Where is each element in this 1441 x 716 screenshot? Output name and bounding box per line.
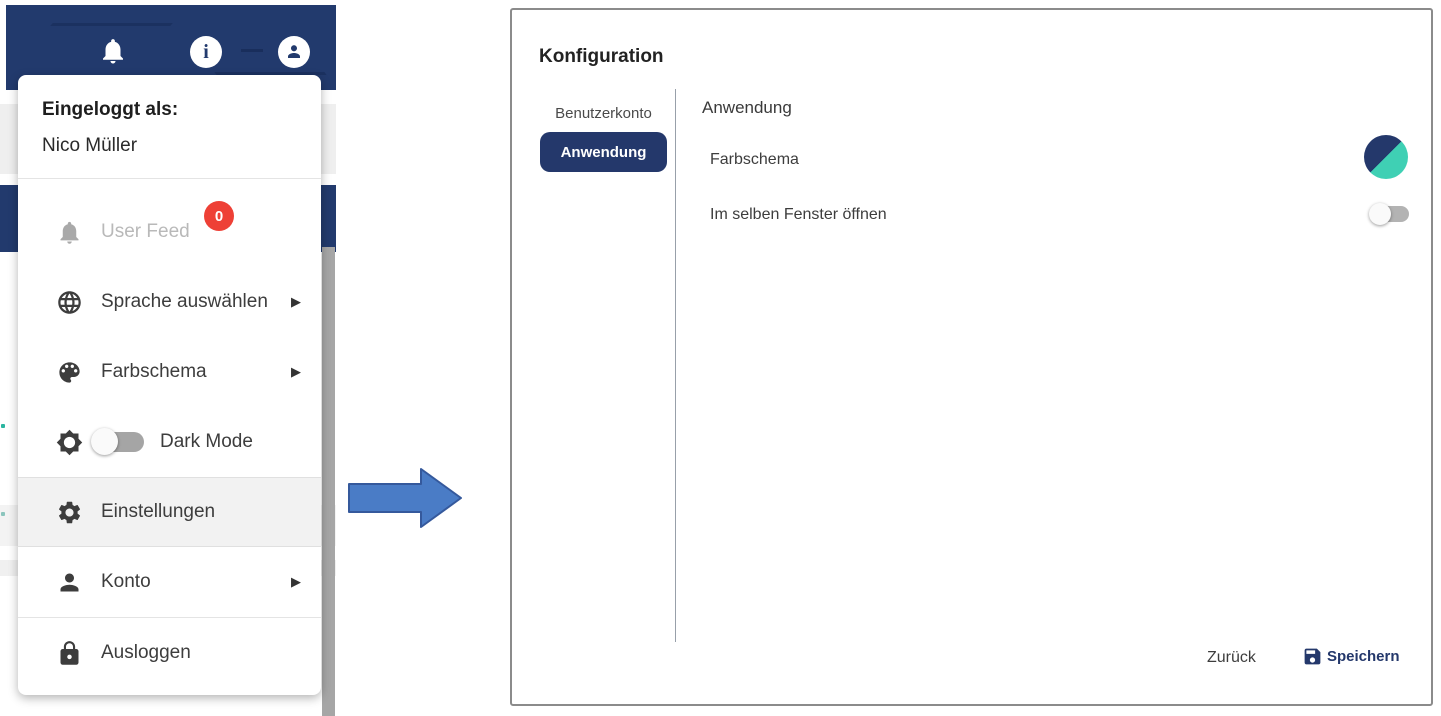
save-floppy-icon [1304, 648, 1321, 665]
save-button-label: Speichern [1327, 648, 1400, 665]
chevron-right-icon: ▶ [291, 574, 301, 589]
info-icon[interactable]: i [190, 36, 222, 68]
notifications-bell-icon[interactable] [98, 33, 128, 69]
header-pattern [19, 23, 173, 63]
menu-item-label: User Feed [101, 221, 190, 242]
menu-item-label: Ausloggen [101, 642, 191, 663]
lock-icon [55, 639, 83, 667]
content-heading: Anwendung [702, 98, 792, 117]
header-pattern [241, 49, 263, 52]
menu-item-farbschema[interactable]: Farbschema ▶ [18, 337, 321, 407]
logged-in-label: Eingeloggt als: [42, 99, 179, 120]
menu-item-label: Sprache auswählen [101, 291, 268, 312]
menu-item-user-feed[interactable]: User Feed 0 [18, 197, 321, 267]
account-icon[interactable] [278, 36, 310, 68]
menu-item-label: Dark Mode [160, 431, 253, 452]
menu-item-einstellungen[interactable]: Einstellungen [18, 477, 321, 547]
menu-item-konto[interactable]: Konto ▶ [18, 547, 321, 617]
dialog-vertical-divider [675, 89, 676, 642]
background-speck [1, 512, 5, 516]
brightness-sun-icon [55, 428, 83, 456]
menu-item-ausloggen[interactable]: Ausloggen [18, 618, 321, 688]
tab-benutzerkonto[interactable]: Benutzerkonto [555, 104, 652, 122]
menu-item-dark-mode: Dark Mode [18, 407, 321, 477]
palette-icon [55, 358, 83, 386]
user-feed-badge: 0 [204, 201, 234, 231]
bell-icon [55, 218, 83, 246]
globe-icon [55, 288, 83, 316]
menu-divider [18, 617, 321, 618]
menu-divider [18, 178, 321, 179]
menu-item-label: Konto [101, 571, 151, 592]
gear-icon [55, 498, 83, 526]
color-scheme-circle[interactable] [1364, 135, 1408, 179]
flow-arrow [348, 468, 462, 528]
dialog-title: Konfiguration [539, 46, 664, 67]
setting-label-im-selben-fenster: Im selben Fenster öffnen [710, 206, 887, 223]
menu-item-label: Farbschema [101, 361, 207, 382]
save-button[interactable]: Speichern [1302, 646, 1400, 667]
dark-mode-toggle[interactable] [91, 428, 146, 456]
menu-item-label: Einstellungen [101, 501, 216, 522]
same-window-toggle[interactable] [1369, 202, 1411, 226]
chevron-right-icon: ▶ [291, 364, 301, 379]
user-dropdown-menu: Eingeloggt als: Nico Müller User Feed 0 … [18, 75, 321, 695]
chevron-right-icon: ▶ [291, 294, 301, 309]
configuration-dialog: Konfiguration Benutzerkonto Anwendung An… [510, 8, 1433, 706]
back-button[interactable]: Zurück [1207, 649, 1256, 666]
page-scrollbar-thumb[interactable] [322, 247, 335, 716]
user-name: Nico Müller [42, 135, 138, 156]
person-icon [55, 568, 83, 596]
logged-in-section: Eingeloggt als: Nico Müller [18, 75, 321, 178]
menu-item-sprache-auswaehlen[interactable]: Sprache auswählen ▶ [18, 267, 321, 337]
background-speck [1, 424, 5, 428]
tab-anwendung[interactable]: Anwendung [540, 132, 667, 172]
setting-label-farbschema: Farbschema [710, 151, 799, 168]
page-background: i Eingeloggt als: Nico Müller User Feed … [0, 0, 336, 716]
